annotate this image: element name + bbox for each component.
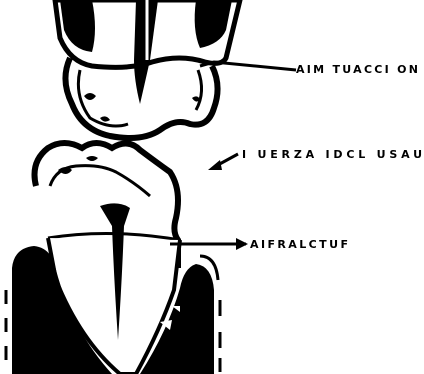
label-middle: I UERZA IDCL USAU: [242, 148, 422, 161]
label-top: AIM TUACCI ON: [296, 63, 418, 76]
label-bottom: AIFRALCTUF: [250, 238, 348, 251]
upper-crown-blotches: [84, 93, 200, 122]
upper-crown-inner-right: [196, 70, 202, 110]
upper-tooth: [55, 0, 240, 104]
middle-pointer-arrowhead: [208, 160, 222, 170]
bottom-pointer-arrowhead: [236, 238, 248, 250]
